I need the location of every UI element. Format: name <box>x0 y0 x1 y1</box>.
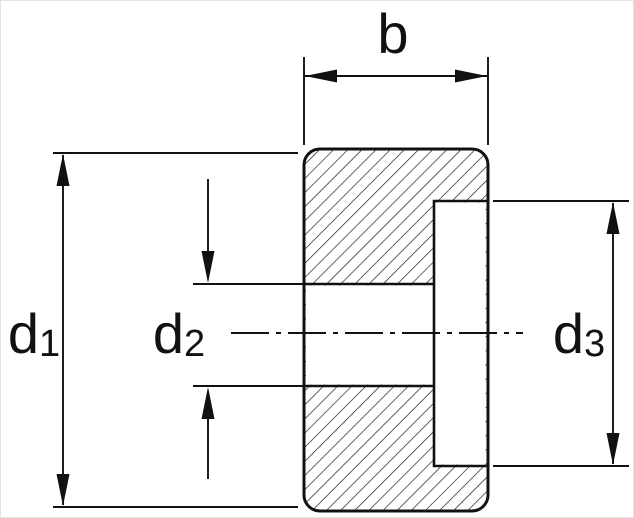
label-d2-sub: 2 <box>184 323 205 365</box>
arrowhead-down <box>56 474 70 506</box>
dimension-b: b <box>303 2 489 145</box>
arrowhead-up <box>56 154 70 186</box>
dimension-d2: d2 <box>153 179 303 479</box>
dimension-d3: d3 <box>493 200 629 467</box>
label-d2: d2 <box>153 302 205 365</box>
label-d1-sub: 1 <box>39 323 60 365</box>
arrowhead-right <box>455 69 487 83</box>
label-d1: d1 <box>8 302 60 365</box>
dimension-d1: d1 <box>8 152 298 508</box>
label-b: b <box>377 2 408 65</box>
label-d2-base: d <box>153 302 184 365</box>
label-d3-sub: 3 <box>584 323 605 365</box>
label-d3-base: d <box>553 302 584 365</box>
arrowhead-up <box>606 202 620 234</box>
part-cross-section <box>231 147 523 513</box>
arrowhead-up <box>201 387 215 419</box>
arrowhead-down <box>201 251 215 283</box>
label-d3: d3 <box>553 302 605 365</box>
bore-area <box>306 285 435 385</box>
label-d1-base: d <box>8 302 39 365</box>
arrowhead-left <box>305 69 337 83</box>
arrowhead-down <box>606 433 620 465</box>
